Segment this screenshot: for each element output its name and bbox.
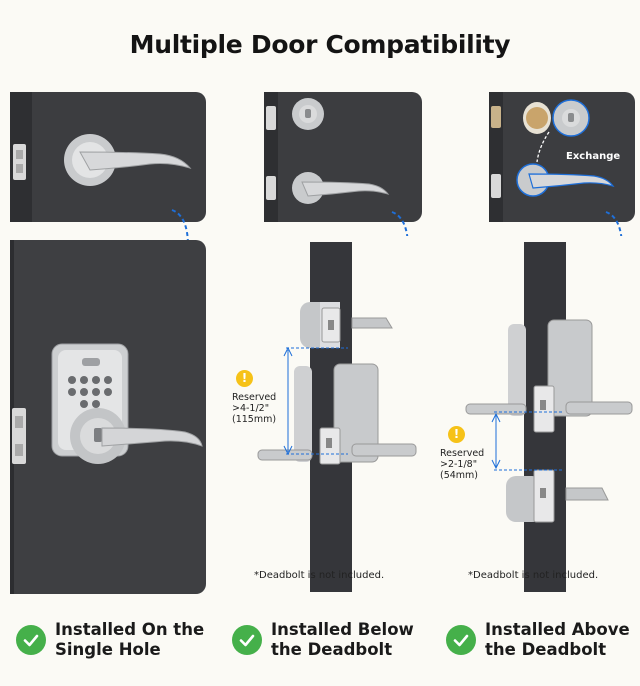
checkmark-icon — [446, 625, 476, 655]
caption-above-deadbolt: Installed Above the Deadbolt — [446, 616, 630, 664]
deadbolt-note: *Deadbolt is not included. — [254, 570, 385, 581]
door-deadbolt-lever-photo — [264, 92, 422, 222]
below-deadbolt-illustration — [257, 242, 417, 592]
caption-line: Installed On the — [55, 620, 205, 639]
caption-line: Installed Below — [271, 620, 414, 639]
deadbolt-lever-illustration — [264, 92, 390, 222]
caption-below-deadbolt: Installed Below the Deadbolt — [232, 616, 414, 664]
install-below-diagram: ! Reserved >4-1/2" (115mm) *Deadbolt is … — [222, 236, 430, 594]
exchange-illustration — [489, 92, 615, 222]
reserved-spec: Reserved >4-1/2" (115mm) — [232, 392, 277, 425]
reserved-spec: Reserved >2-1/8" (54mm) — [440, 448, 485, 481]
caption-single-hole: Installed On the Single Hole — [16, 616, 204, 664]
checkmark-icon — [232, 625, 262, 655]
page-title: Multiple Door Compatibility — [129, 30, 511, 59]
checkmark-icon — [16, 625, 46, 655]
install-above-diagram: ! Reserved >2-1/8" (54mm) *Deadbolt is n… — [436, 236, 636, 594]
door-exchange-photo: Exchange — [489, 92, 635, 222]
caption-line: the Deadbolt — [271, 640, 393, 659]
deadbolt-note: *Deadbolt is not included. — [468, 570, 599, 581]
keypad-lock-illustration — [10, 240, 203, 594]
caption-line: Installed Above — [485, 620, 630, 639]
door-lever-photo — [10, 92, 206, 222]
lever-illustration — [10, 92, 192, 222]
caption-line: the Deadbolt — [485, 640, 607, 659]
caption-line: Single Hole — [55, 640, 161, 659]
warning-icon: ! — [448, 426, 465, 443]
exchange-label: Exchange — [566, 151, 621, 162]
above-deadbolt-illustration — [465, 242, 633, 592]
warning-icon: ! — [236, 370, 253, 387]
door-keypad-photo — [10, 240, 206, 594]
